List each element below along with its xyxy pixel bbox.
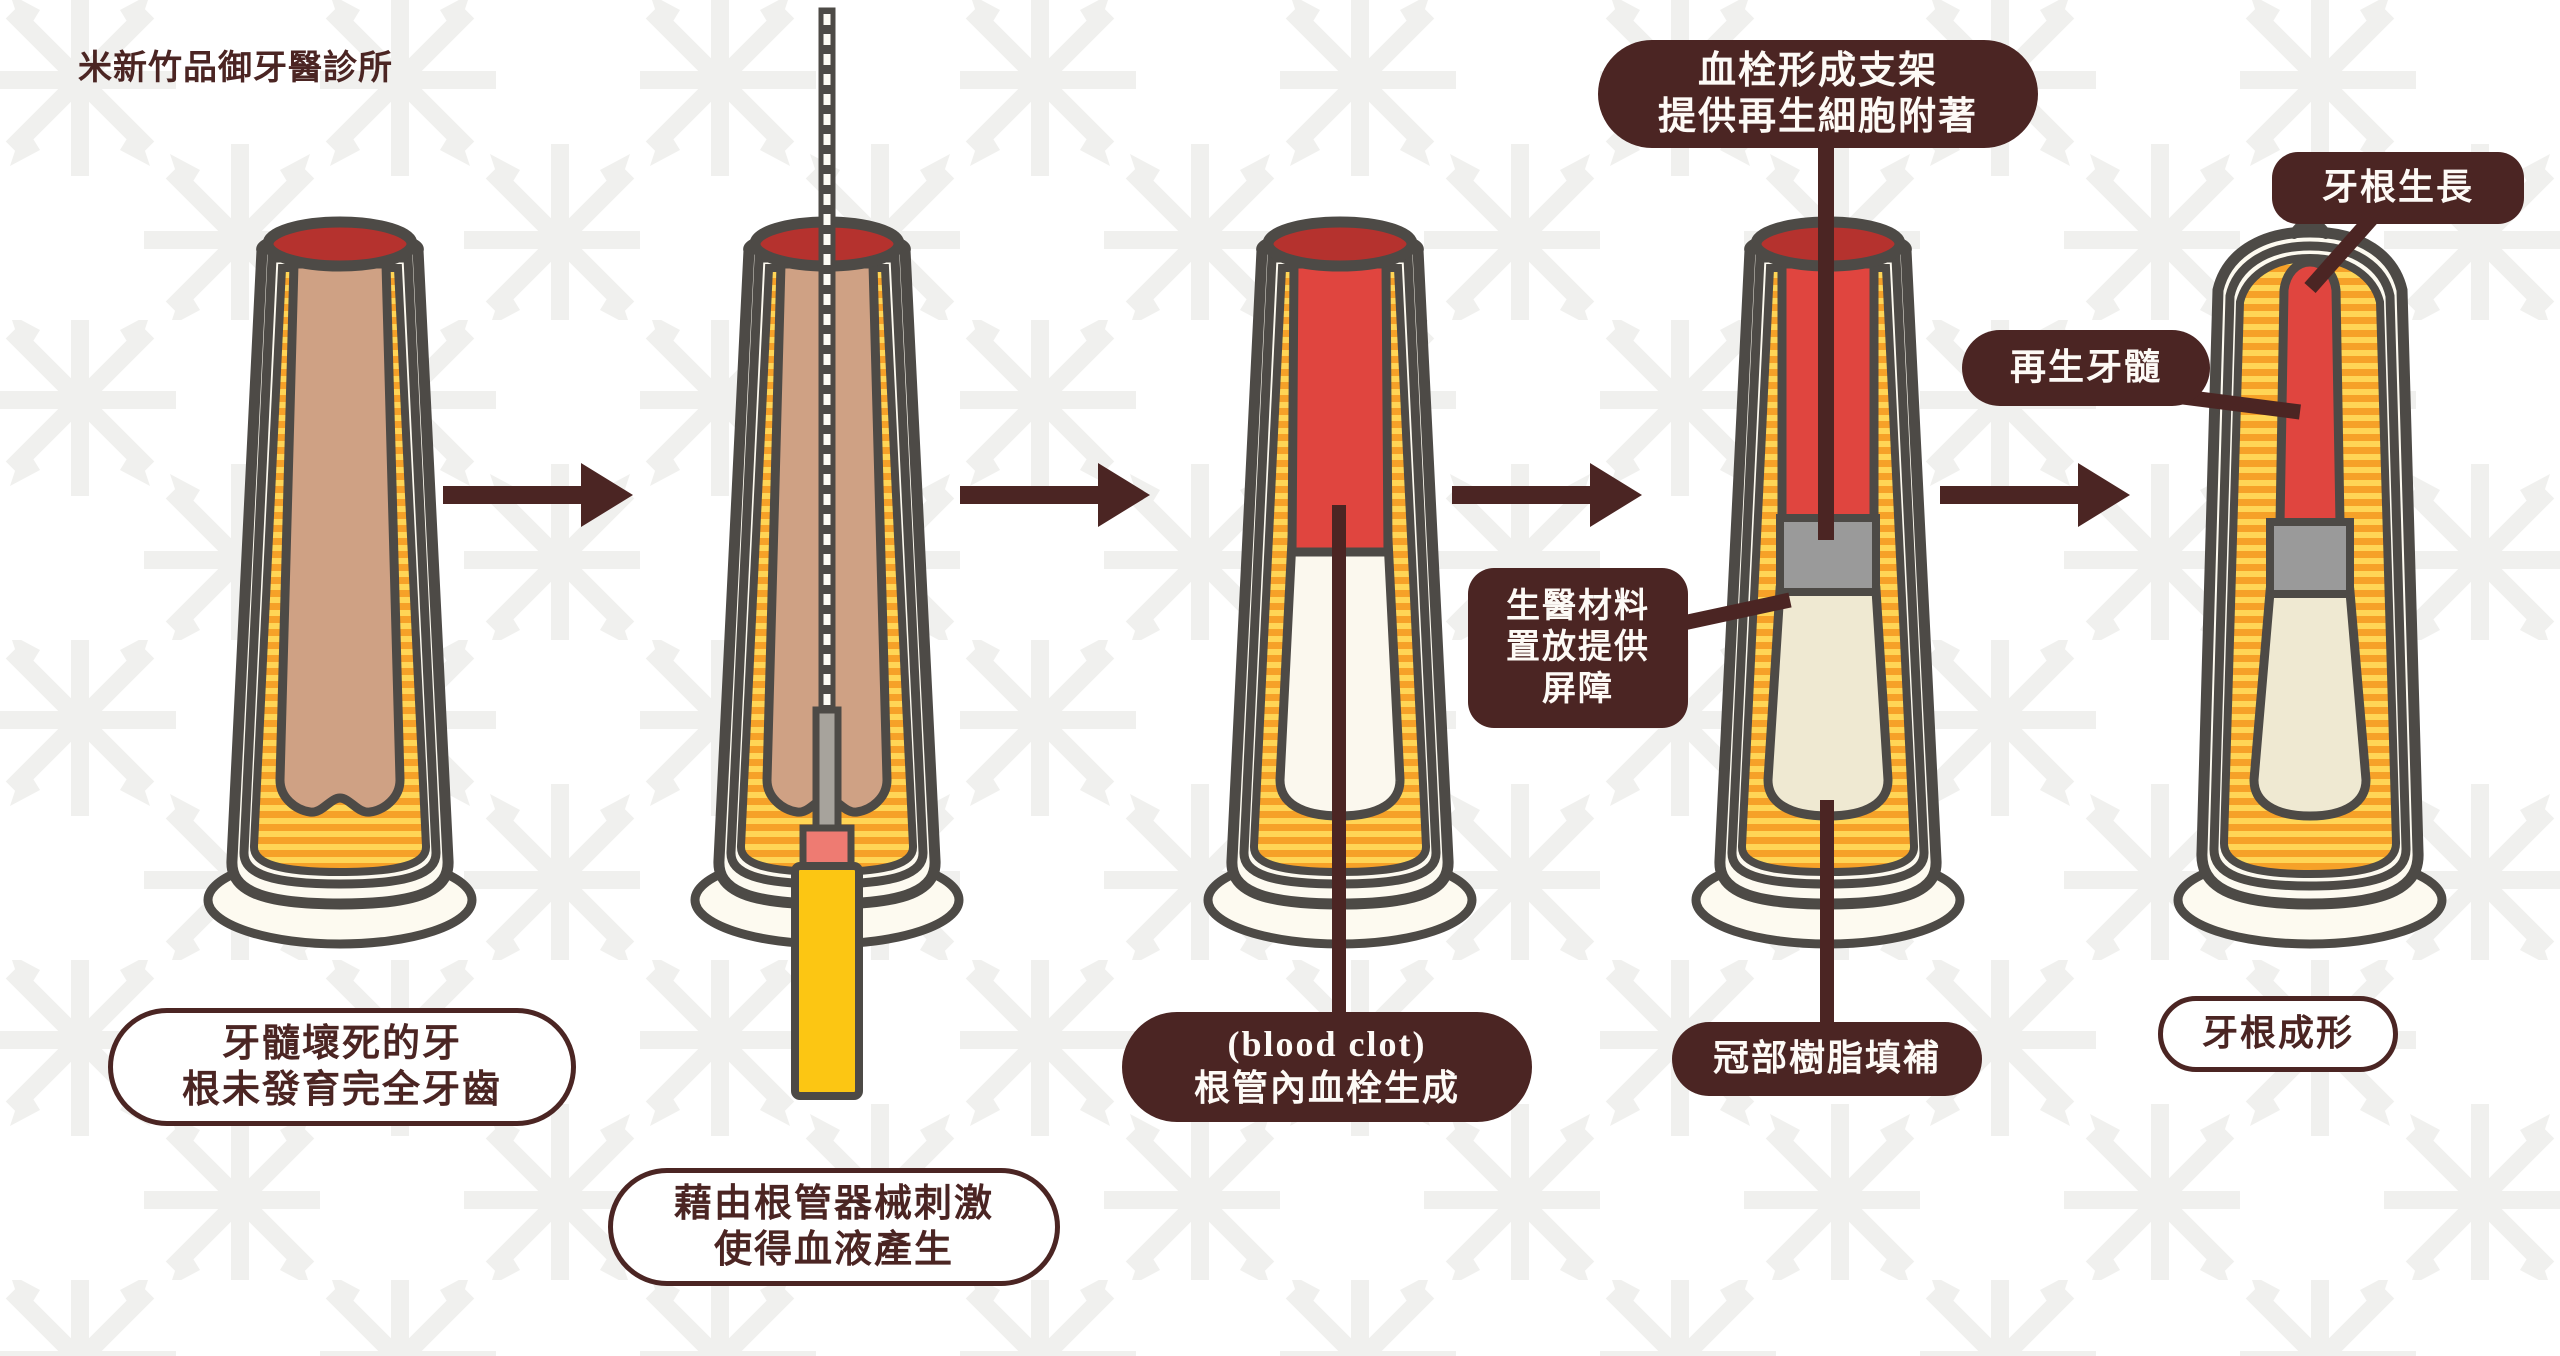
callout-scaffold-line-1: 血栓形成支架	[1697, 49, 1938, 92]
caption-step-3-line-1: (blood clot)	[1227, 1024, 1427, 1065]
leader-line-blood-clot	[1332, 505, 1346, 1025]
callout-root-growth-line-1: 牙根生長	[2321, 167, 2474, 208]
leader-line-scaffold	[1818, 110, 1834, 540]
caption-step-1-line-1: 牙髓壞死的牙	[221, 1022, 462, 1065]
leader-line-coronal-resin	[1820, 800, 1834, 1030]
callout-scaffold-line-2: 提供再生細胞附著	[1657, 96, 1978, 138]
callout-biomaterial-line-3: 屏障	[1542, 670, 1614, 708]
caption-step-2-line-2: 使得血液產生	[713, 1229, 954, 1271]
callout-biomaterial[interactable]: 生醫材料 置放提供 屏障	[1468, 568, 1688, 728]
callout-regenerated-pulp-line-1: 再生牙髓	[2009, 347, 2162, 388]
caption-step-2-line-1: 藉由根管器械刺激	[673, 1182, 994, 1225]
callout-regenerated-pulp[interactable]: 再生牙髓	[1962, 330, 2210, 406]
caption-step-5[interactable]: 牙根成形	[2158, 996, 2398, 1072]
callout-root-growth[interactable]: 牙根生長	[2272, 152, 2524, 224]
arrow-3-to-4	[1452, 463, 1642, 527]
tooth-step-2	[695, 10, 959, 1096]
arrow-4-to-5	[1940, 463, 2130, 527]
caption-step-4-line-1: 冠部樹脂填補	[1712, 1038, 1941, 1079]
caption-step-2[interactable]: 藉由根管器械刺激 使得血液產生	[608, 1168, 1060, 1286]
caption-step-3[interactable]: (blood clot) 根管內血栓生成	[1122, 1012, 1532, 1122]
caption-step-4[interactable]: 冠部樹脂填補	[1672, 1022, 1982, 1096]
arrow-2-to-3	[960, 463, 1150, 527]
caption-step-5-line-1: 牙根成形	[2201, 1013, 2354, 1054]
callout-biomaterial-line-2: 置放提供	[1506, 629, 1650, 667]
caption-step-1[interactable]: 牙髓壞死的牙 根未發育完全牙齒	[108, 1008, 576, 1126]
caption-step-1-line-2: 根未發育完全牙齒	[181, 1069, 502, 1111]
arrow-1-to-2	[443, 463, 633, 527]
caption-step-3-line-2: 根管內血栓生成	[1193, 1068, 1460, 1108]
tooth-step-5	[2178, 222, 2442, 944]
callout-biomaterial-line-1: 生醫材料	[1506, 587, 1650, 625]
callout-scaffold[interactable]: 血栓形成支架 提供再生細胞附著	[1598, 40, 2038, 148]
tooth-step-1	[208, 222, 472, 944]
clinic-logo: 米新竹品御牙醫診所	[78, 50, 393, 87]
